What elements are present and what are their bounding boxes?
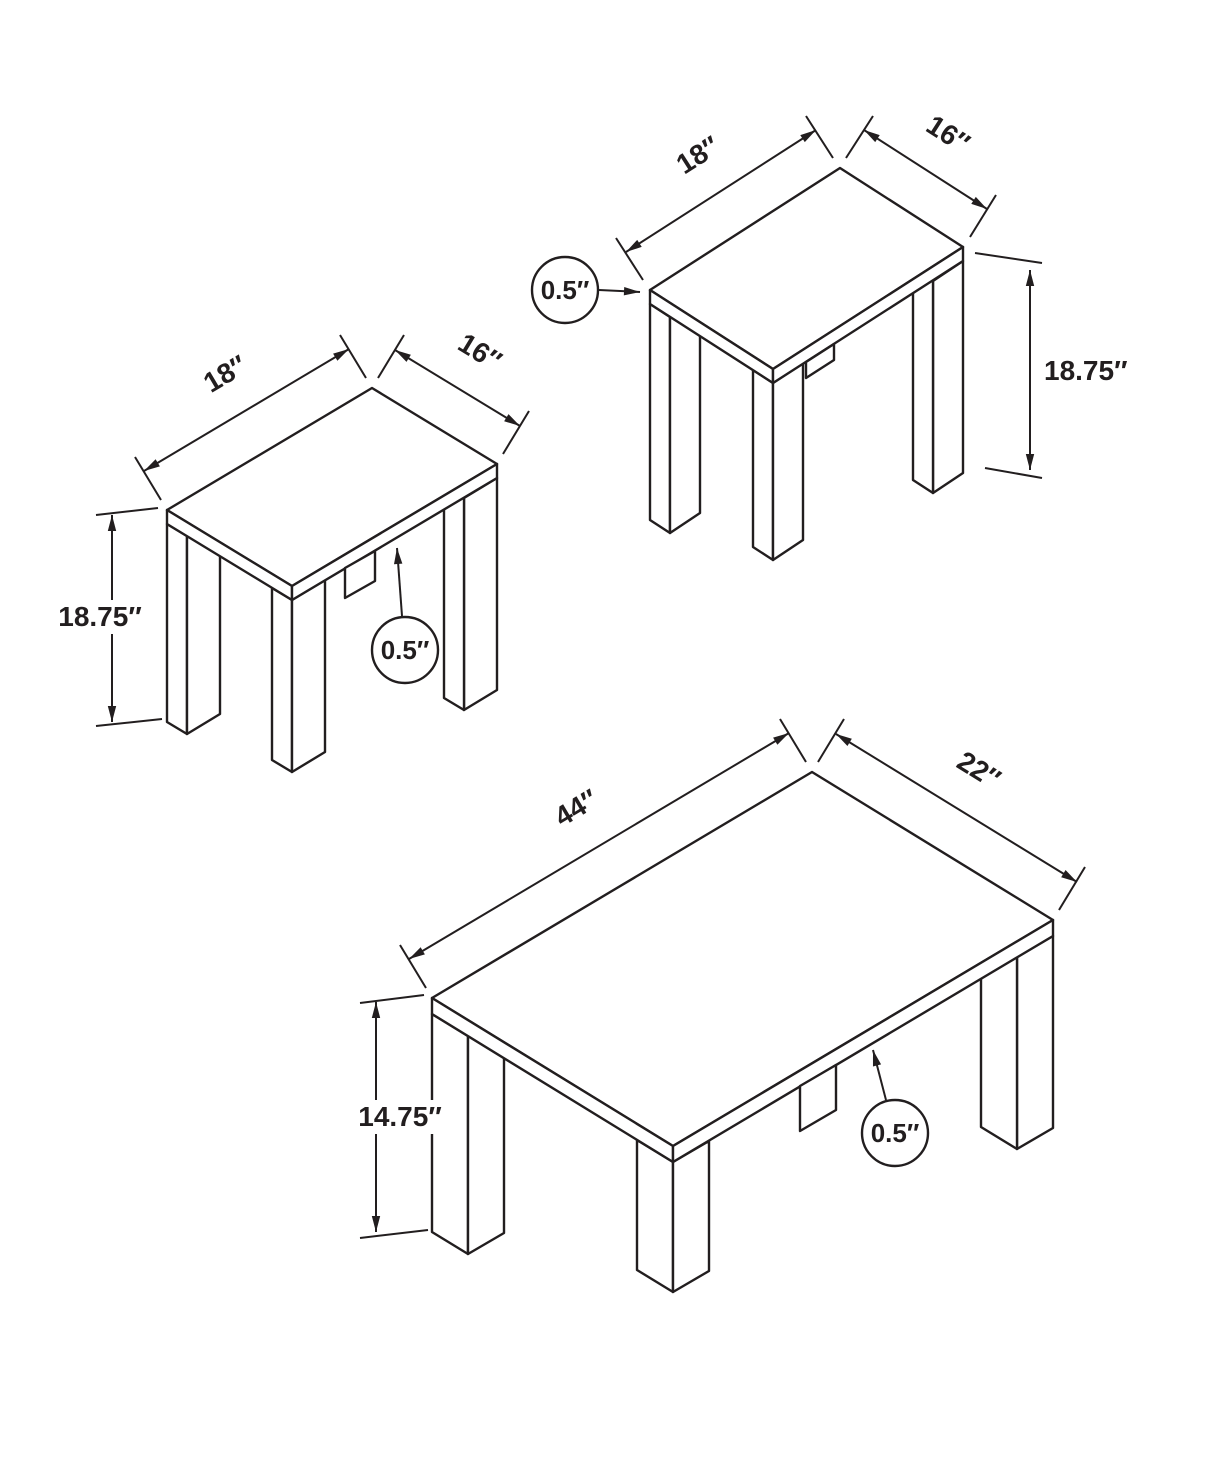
dimension-line [143,348,350,472]
tabletop-edge-right-face [290,462,499,602]
extension-line [1058,866,1086,911]
left-leg [165,514,222,736]
tabletop [648,166,965,385]
extension-line [359,994,425,1004]
tabletop [430,770,1055,1164]
right-leg [911,259,965,495]
leg-face-front [751,368,775,562]
callout-arrow [393,547,403,617]
extension-line [817,718,845,763]
callout-label: 0.5″ [541,275,590,305]
height-dimension: 18.75″ [46,507,163,727]
thickness-callout: 0.5″ [860,1049,930,1168]
leg-face-front [648,302,672,535]
extension-line [974,252,1043,264]
back-leg [804,342,836,380]
dimension-label: 18″ [198,349,252,398]
back-leg [343,549,377,600]
right-leg [979,933,1055,1151]
leg-face-side [911,266,935,495]
thickness-callout: 0.5″ [370,547,440,685]
leg-face-front [462,476,499,712]
callout-arrow [598,287,641,296]
extension-line [399,944,427,989]
callout-label: 0.5″ [871,1118,920,1148]
label-mask [344,1100,456,1134]
extension-line [134,456,162,501]
front-leg [751,361,805,562]
height-dimension: 18.75″ [974,252,1127,479]
extension-line [969,194,997,238]
back-leg [798,1063,838,1133]
callout-circle [860,1098,930,1168]
front-leg [270,578,327,774]
tabletop-edge-right-face [771,245,965,385]
dimension-label: 18.75″ [1044,355,1127,386]
dimension-line [863,129,988,210]
callout-circle [530,255,600,325]
leg-face-front [931,259,965,495]
tabletop-top-face [430,770,1055,1148]
extension-line [339,334,367,379]
leg-face-front [1015,934,1055,1151]
height-dimension: 14.75″ [344,994,456,1239]
dimension-label: 44″ [549,783,603,832]
dimension-label: 16″ [921,109,975,159]
leg-face-front [270,586,294,774]
extension-line [359,1229,429,1239]
end-table-left: 18″ 16″ 18.75″ 0.5″ [46,327,530,774]
callout-label: 0.5″ [381,635,430,665]
callout-arrow [872,1049,887,1101]
dimension-label: 18.75″ [58,601,141,632]
callout-circle [370,615,440,685]
tabletop [165,386,499,602]
dimension-line [408,732,790,960]
coffee-table: 44″ 22″ 14.75″ 0.5″ [344,718,1086,1294]
leg-face-front [635,1138,675,1294]
leg-face-side [671,1139,711,1294]
leg-face-side [771,361,805,562]
right-leg [442,476,499,712]
extension-line [615,237,644,281]
extension-line [502,410,530,455]
dimension-label: 14.75″ [358,1101,441,1132]
thickness-callout: 0.5″ [530,255,641,325]
tabletop-edge-right-face [671,918,1055,1164]
dimension-label: 18″ [671,130,725,180]
extension-line [95,718,163,727]
label-mask [46,600,154,634]
extension-line [779,718,807,763]
extension-line [845,115,874,159]
leg-face-side [290,578,327,774]
dimension-line [625,129,817,253]
leg-face-front [165,522,189,736]
leg-face-side [442,484,466,712]
dimension-label: 22″ [952,745,1006,795]
dimension-line [394,349,521,427]
extension-line [377,334,405,379]
extension-line [95,507,159,516]
extension-line [984,467,1043,479]
end-table-right: 18″ 16″ 18.75″ 0.5″ [530,109,1127,562]
dimension-line [835,733,1078,883]
extension-line [805,115,834,159]
dimension-label: 16″ [453,327,507,377]
